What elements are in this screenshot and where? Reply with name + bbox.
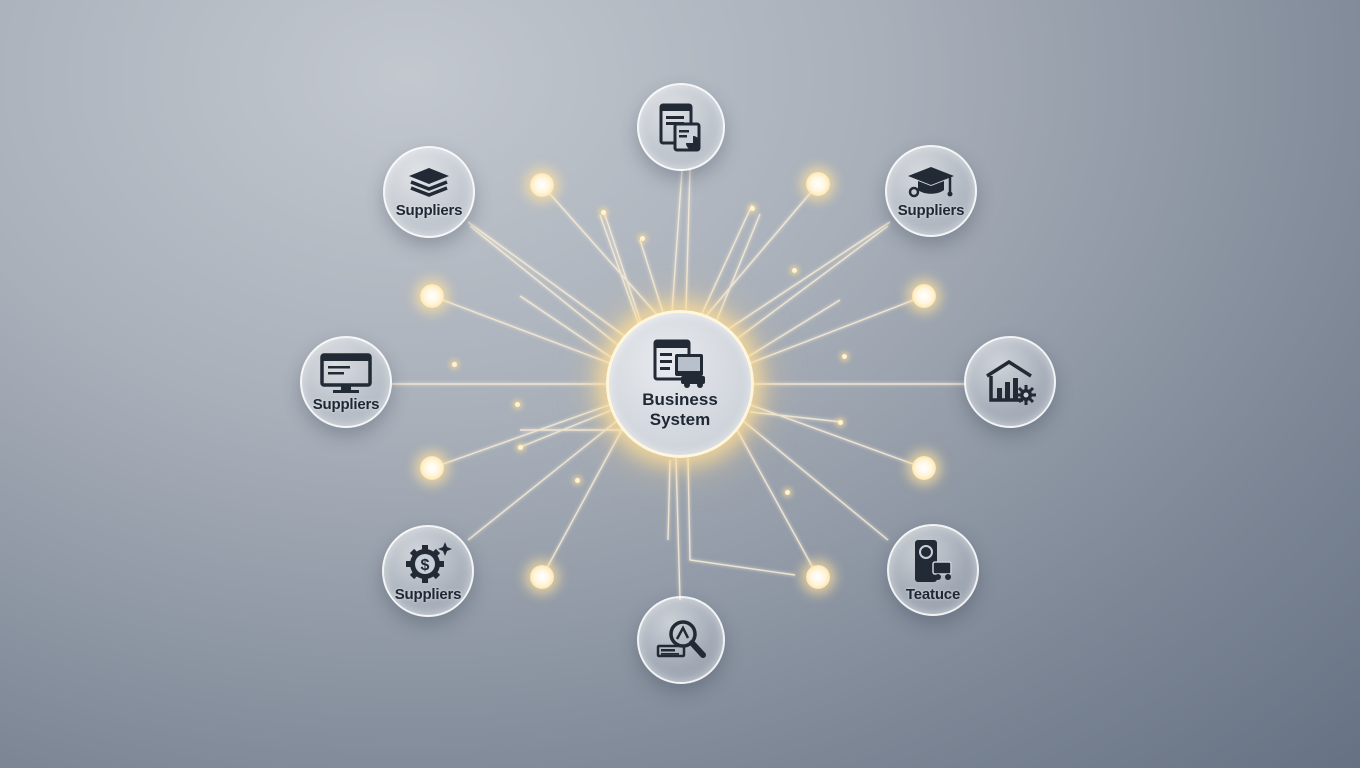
node-bottom-left[interactable]: $ Suppliers: [382, 525, 474, 617]
monitor-and-truck-icon: [653, 339, 705, 388]
desktop-monitor-icon: [320, 352, 372, 393]
node-left[interactable]: Suppliers: [300, 336, 392, 428]
business-system-hub[interactable]: Business System: [606, 310, 754, 458]
magnifier-search-icon: [656, 620, 706, 658]
glow-dot: [420, 284, 444, 308]
dollar-gear-icon: $: [406, 541, 452, 583]
svg-text:$: $: [421, 557, 430, 574]
graduation-cap-icon: [908, 166, 954, 197]
node-top[interactable]: [637, 83, 725, 171]
node-bottom[interactable]: [637, 596, 725, 684]
spark-dot: [640, 236, 645, 241]
node-top-left[interactable]: Suppliers: [383, 146, 475, 238]
node-label: Suppliers: [394, 585, 462, 603]
glow-dot: [530, 565, 554, 589]
node-right[interactable]: [964, 336, 1056, 428]
phone-and-truck-icon: [915, 539, 952, 582]
glow-dot: [420, 456, 444, 480]
spark-dot: [842, 354, 847, 359]
glow-dot: [806, 172, 830, 196]
glow-dot: [912, 284, 936, 308]
layers-stack-icon: [409, 167, 449, 197]
spark-dot: [601, 210, 606, 215]
hub-title: Business System: [642, 390, 718, 429]
spark-dot: [518, 445, 523, 450]
documents-chart-icon: [659, 103, 701, 152]
spark-dot: [838, 420, 843, 425]
node-label: Teatuce: [905, 585, 961, 603]
spark-dot: [575, 478, 580, 483]
glow-dot: [530, 173, 554, 197]
glow-dot: [912, 456, 936, 480]
node-top-right[interactable]: Suppliers: [885, 145, 977, 237]
node-label: Suppliers: [395, 201, 463, 219]
spark-dot: [452, 362, 457, 367]
node-label: Suppliers: [312, 395, 380, 413]
node-label: Suppliers: [897, 201, 965, 219]
glow-dot: [806, 565, 830, 589]
spark-dot: [515, 402, 520, 407]
node-bottom-right[interactable]: Teatuce: [887, 524, 979, 616]
spark-dot: [792, 268, 797, 273]
spark-dot: [785, 490, 790, 495]
spark-dot: [750, 206, 755, 211]
warehouse-analytics-gear-icon: [986, 359, 1036, 405]
